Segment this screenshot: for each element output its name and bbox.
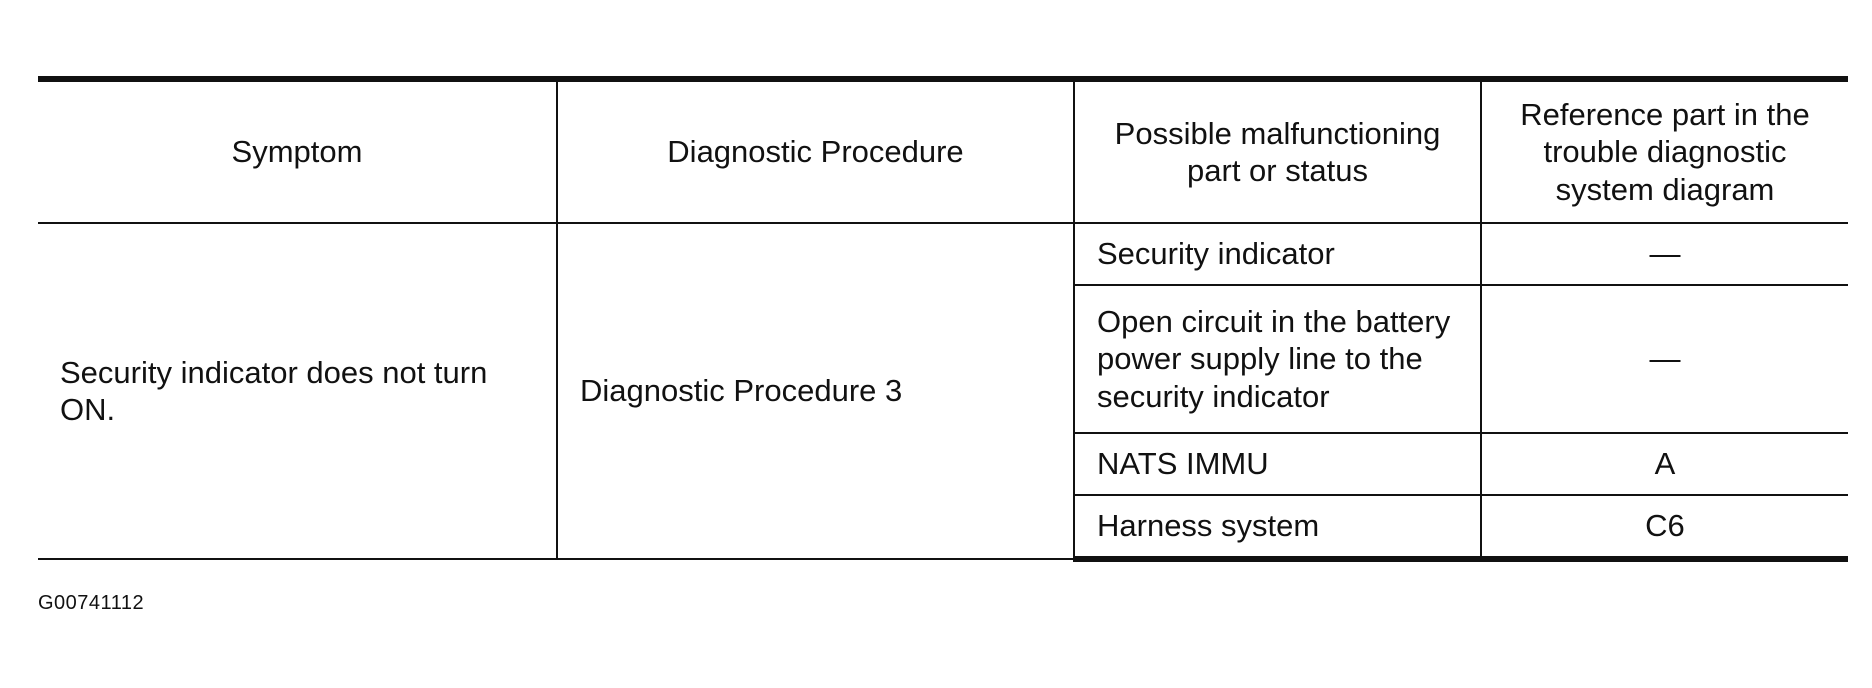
table-row: NATS IMMU A — [38, 433, 1848, 496]
procedure-cell: Diagnostic Procedure 3 — [556, 223, 1075, 560]
part-cell: NATS IMMU — [1074, 433, 1482, 496]
part-cell: Harness system — [1074, 495, 1482, 562]
reference-cell: A — [1480, 433, 1848, 496]
part-cell: Open circuit in the battery power supply… — [1074, 285, 1482, 434]
symptom-cell: Security indicator does not turn ON. — [38, 223, 558, 560]
header-diagnostic-procedure: Diagnostic Procedure — [556, 76, 1075, 224]
header-possible-part: Possible malfunctioning part or status — [1073, 76, 1482, 224]
figure-code: G00741112 — [38, 592, 145, 614]
part-cell: Security indicator — [1073, 223, 1482, 286]
reference-cell: C6 — [1480, 495, 1848, 562]
table-header-row: Symptom Diagnostic Procedure Possible ma… — [38, 76, 1848, 224]
diagnostic-table: Symptom Diagnostic Procedure Possible ma… — [38, 76, 1848, 562]
table-row: Security indicator does not turn ON. Dia… — [38, 223, 1848, 560]
diagnostic-table-container: Symptom Diagnostic Procedure Possible ma… — [38, 76, 1848, 562]
header-symptom: Symptom — [38, 76, 558, 224]
reference-cell: — — [1480, 285, 1848, 434]
reference-cell: — — [1480, 223, 1848, 286]
header-reference-part: Reference part in the trouble diagnostic… — [1480, 76, 1848, 224]
table-row: Harness system C6 — [38, 495, 1848, 562]
table-row: Open circuit in the battery power supply… — [38, 285, 1848, 434]
